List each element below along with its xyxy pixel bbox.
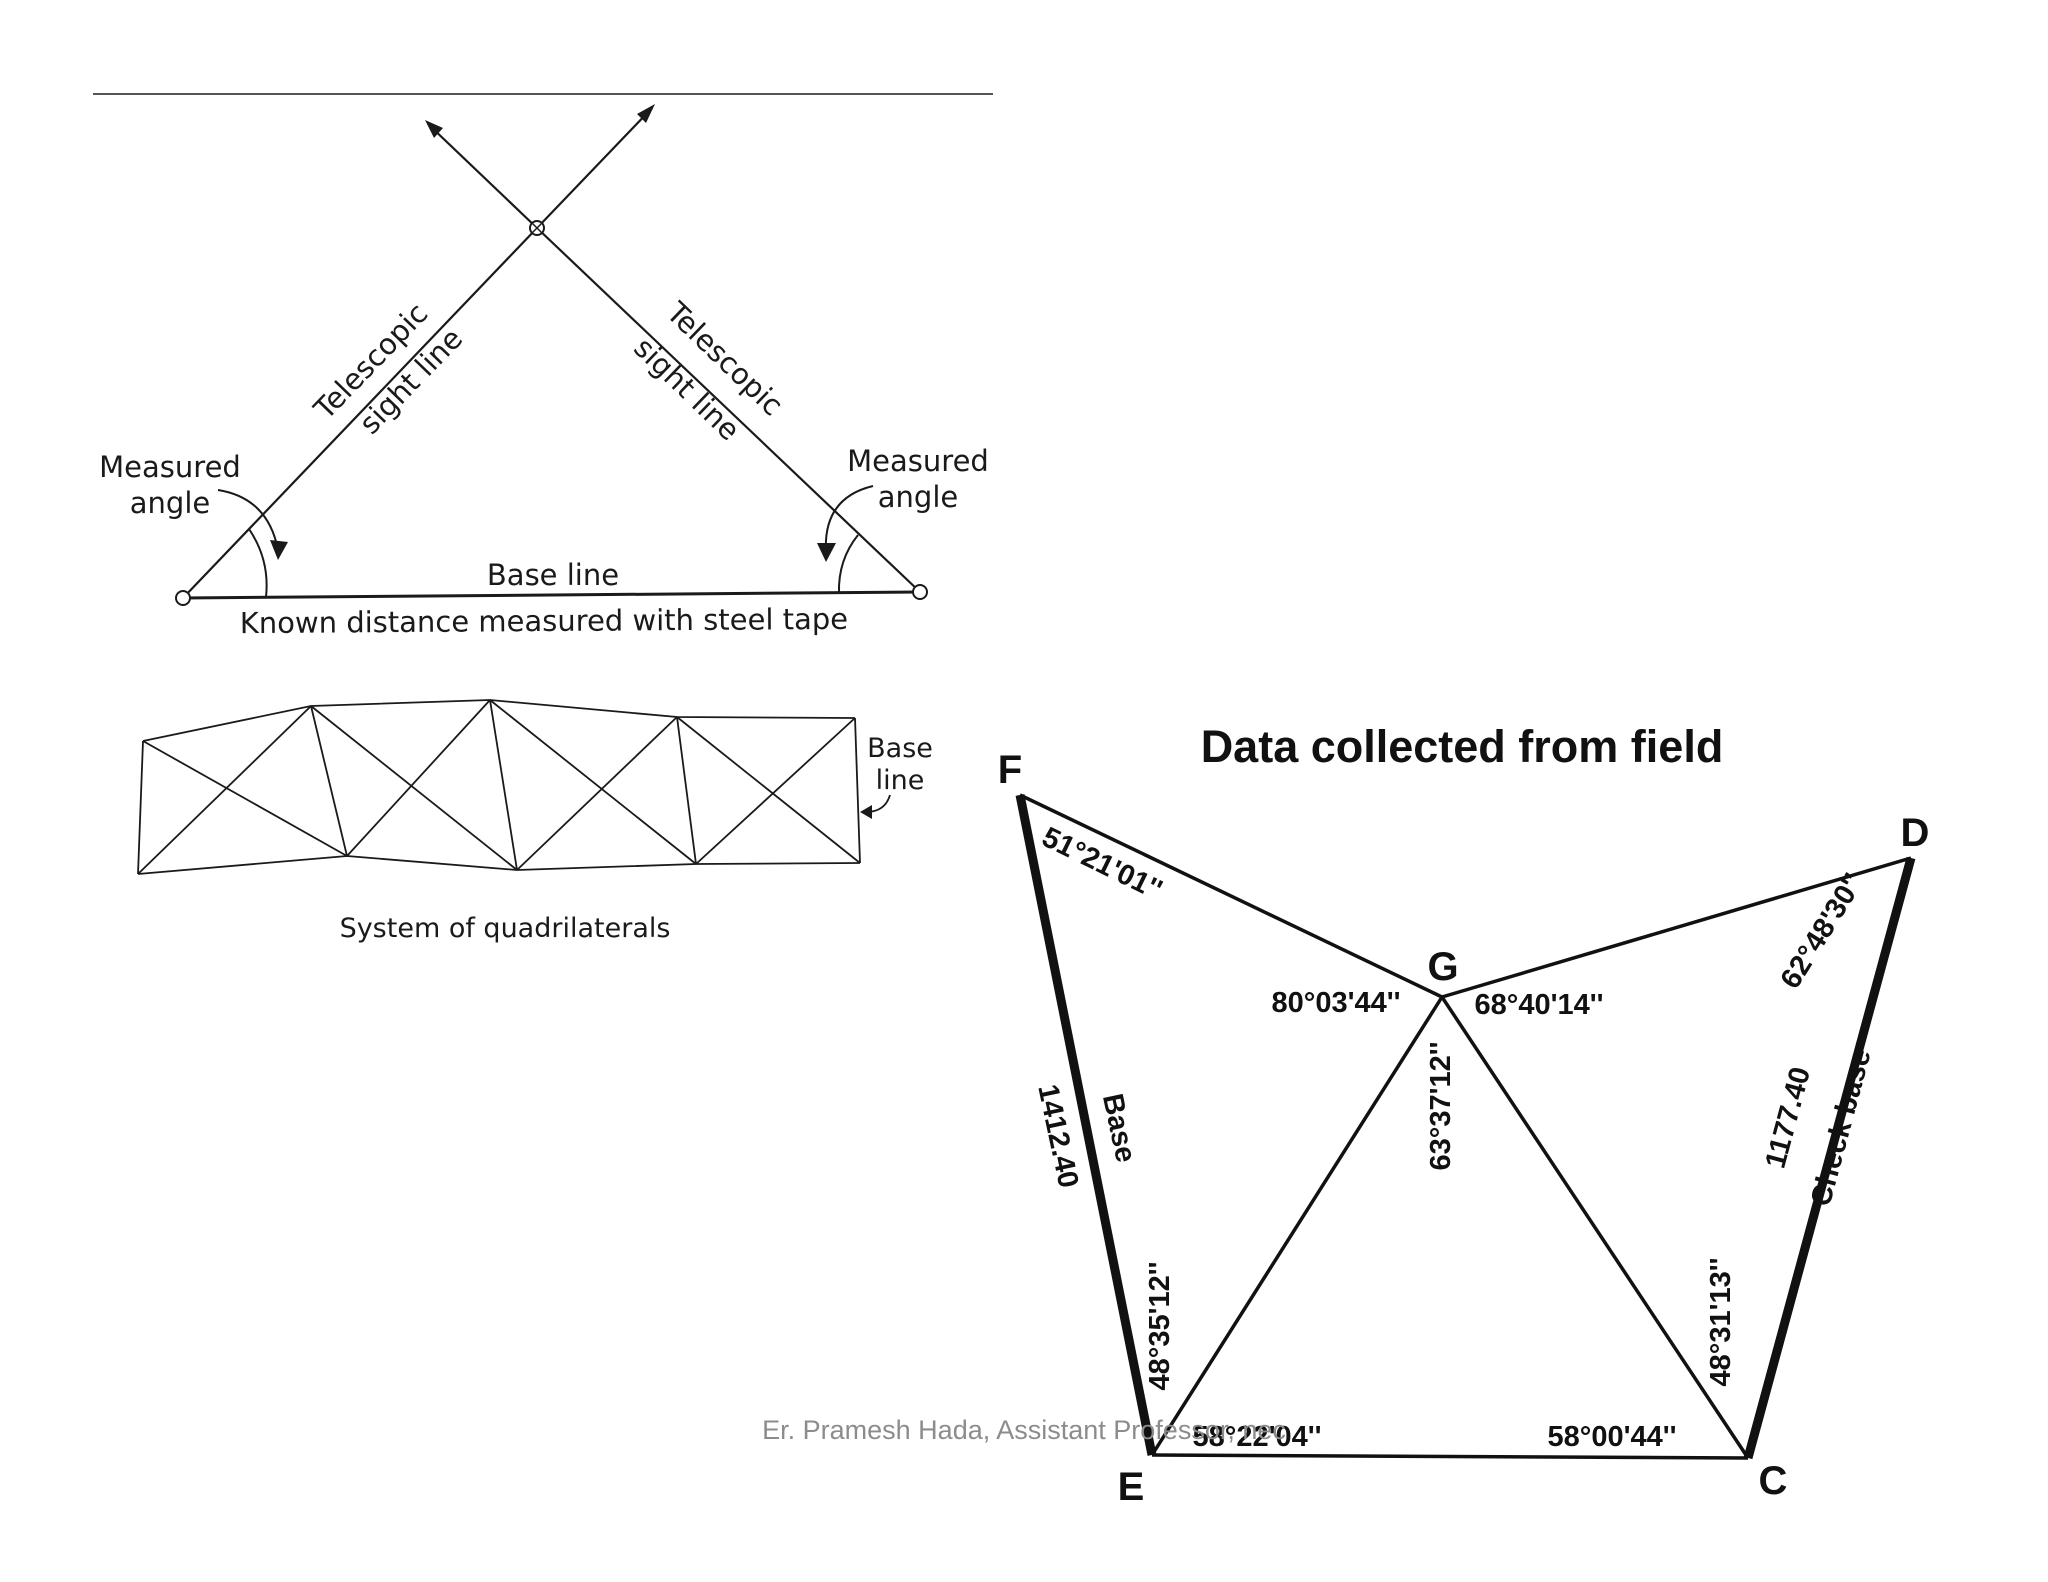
right-angle-pointer: [824, 485, 874, 553]
base-F-E: [1015, 794, 1157, 1456]
base-line: [182, 590, 921, 600]
quad-right-end: [854, 717, 861, 864]
left-angle-arrow-icon: [270, 540, 288, 560]
line-G-C: [1440, 996, 1750, 1459]
line-G-E: [1150, 996, 1444, 1456]
quad-diag-1b: [137, 705, 312, 875]
check-base-D-C: [1743, 856, 1916, 1460]
intersection-cross-b: [531, 222, 543, 234]
known-distance-label: Known distance measured with steel tape: [240, 602, 848, 640]
quad-rung-3: [676, 716, 697, 865]
footer-credit: Er. Pramesh Hada, Assistant Professor, n…: [762, 1415, 1286, 1445]
angle-D: 62°48'30'': [1775, 868, 1871, 994]
arrow-head-right-icon: [637, 104, 655, 123]
angle-C-top: 48°31'13'': [1705, 1257, 1737, 1386]
angle-G-bottom: 63°37'12'': [1425, 1041, 1457, 1170]
quad-diag-4b: [695, 717, 856, 865]
quad-base-label-1: Base: [867, 733, 933, 764]
station-G-label: G: [1427, 945, 1458, 989]
quad-diag-2a: [310, 705, 518, 871]
arrow-head-left-icon: [425, 120, 443, 138]
base-label: Base: [1096, 1091, 1142, 1165]
angle-G-right: 68°40'14'': [1474, 989, 1603, 1021]
field-data-diagram: Data collected from field F G D E C 51°2…: [998, 721, 1930, 1509]
angle-E-bottom: 58°22'04'': [1192, 1421, 1321, 1453]
quad-diag-1a: [142, 740, 348, 857]
triangulation-figure: Telescopic sight line Telescopic sight l…: [99, 104, 989, 640]
right-station-icon: [912, 584, 928, 600]
station-D-label: D: [1901, 811, 1930, 855]
quad-left-end: [137, 740, 144, 875]
quad-caption: System of quadrilaterals: [340, 913, 671, 944]
field-data-title: Data collected from field: [1201, 721, 1724, 772]
right-angle-label-1: Measured: [847, 444, 989, 478]
check-base-length: 1177.40: [1759, 1064, 1817, 1172]
left-extension: [536, 107, 653, 229]
left-angle-label-2: angle: [130, 486, 210, 520]
line-E-C: [1151, 1453, 1749, 1460]
base-line-label: Base line: [487, 558, 619, 592]
quad-rung-1: [310, 705, 348, 857]
right-angle-arc: [837, 534, 859, 594]
right-extension: [427, 123, 538, 229]
line-G-D: [1441, 856, 1912, 999]
quad-diag-3b: [516, 716, 678, 871]
quad-bottom-chain: [137, 855, 861, 875]
left-angle-pointer: [217, 489, 279, 551]
right-sight-line: [536, 227, 921, 593]
quad-base-label-2: line: [876, 765, 925, 796]
quad-diag-3a: [489, 699, 697, 865]
left-angle-label-1: Measured: [99, 450, 241, 484]
right-angle-label-2: angle: [878, 480, 958, 514]
quadrilateral-figure: [137, 699, 891, 875]
station-F-label: F: [998, 748, 1022, 792]
quad-rung-2: [489, 699, 518, 871]
quad-diag-2b: [346, 699, 491, 857]
angle-E-top: 48°35'12'': [1144, 1261, 1176, 1390]
right-angle-arrow-icon: [817, 543, 836, 562]
station-C-label: C: [1759, 1459, 1788, 1503]
left-station-icon: [175, 590, 191, 606]
angle-G-left: 80°03'44'': [1271, 987, 1400, 1019]
quad-base-arrow-icon: [860, 805, 872, 819]
left-sight-line: [182, 227, 538, 599]
line-F-G: [1019, 793, 1443, 999]
angle-C-bottom: 58°00'44'': [1547, 1421, 1676, 1453]
left-angle-arc: [248, 528, 268, 598]
check-base-label: Check base: [1805, 1046, 1878, 1210]
station-E-label: E: [1118, 1465, 1145, 1509]
quad-diag-4a: [676, 716, 861, 864]
